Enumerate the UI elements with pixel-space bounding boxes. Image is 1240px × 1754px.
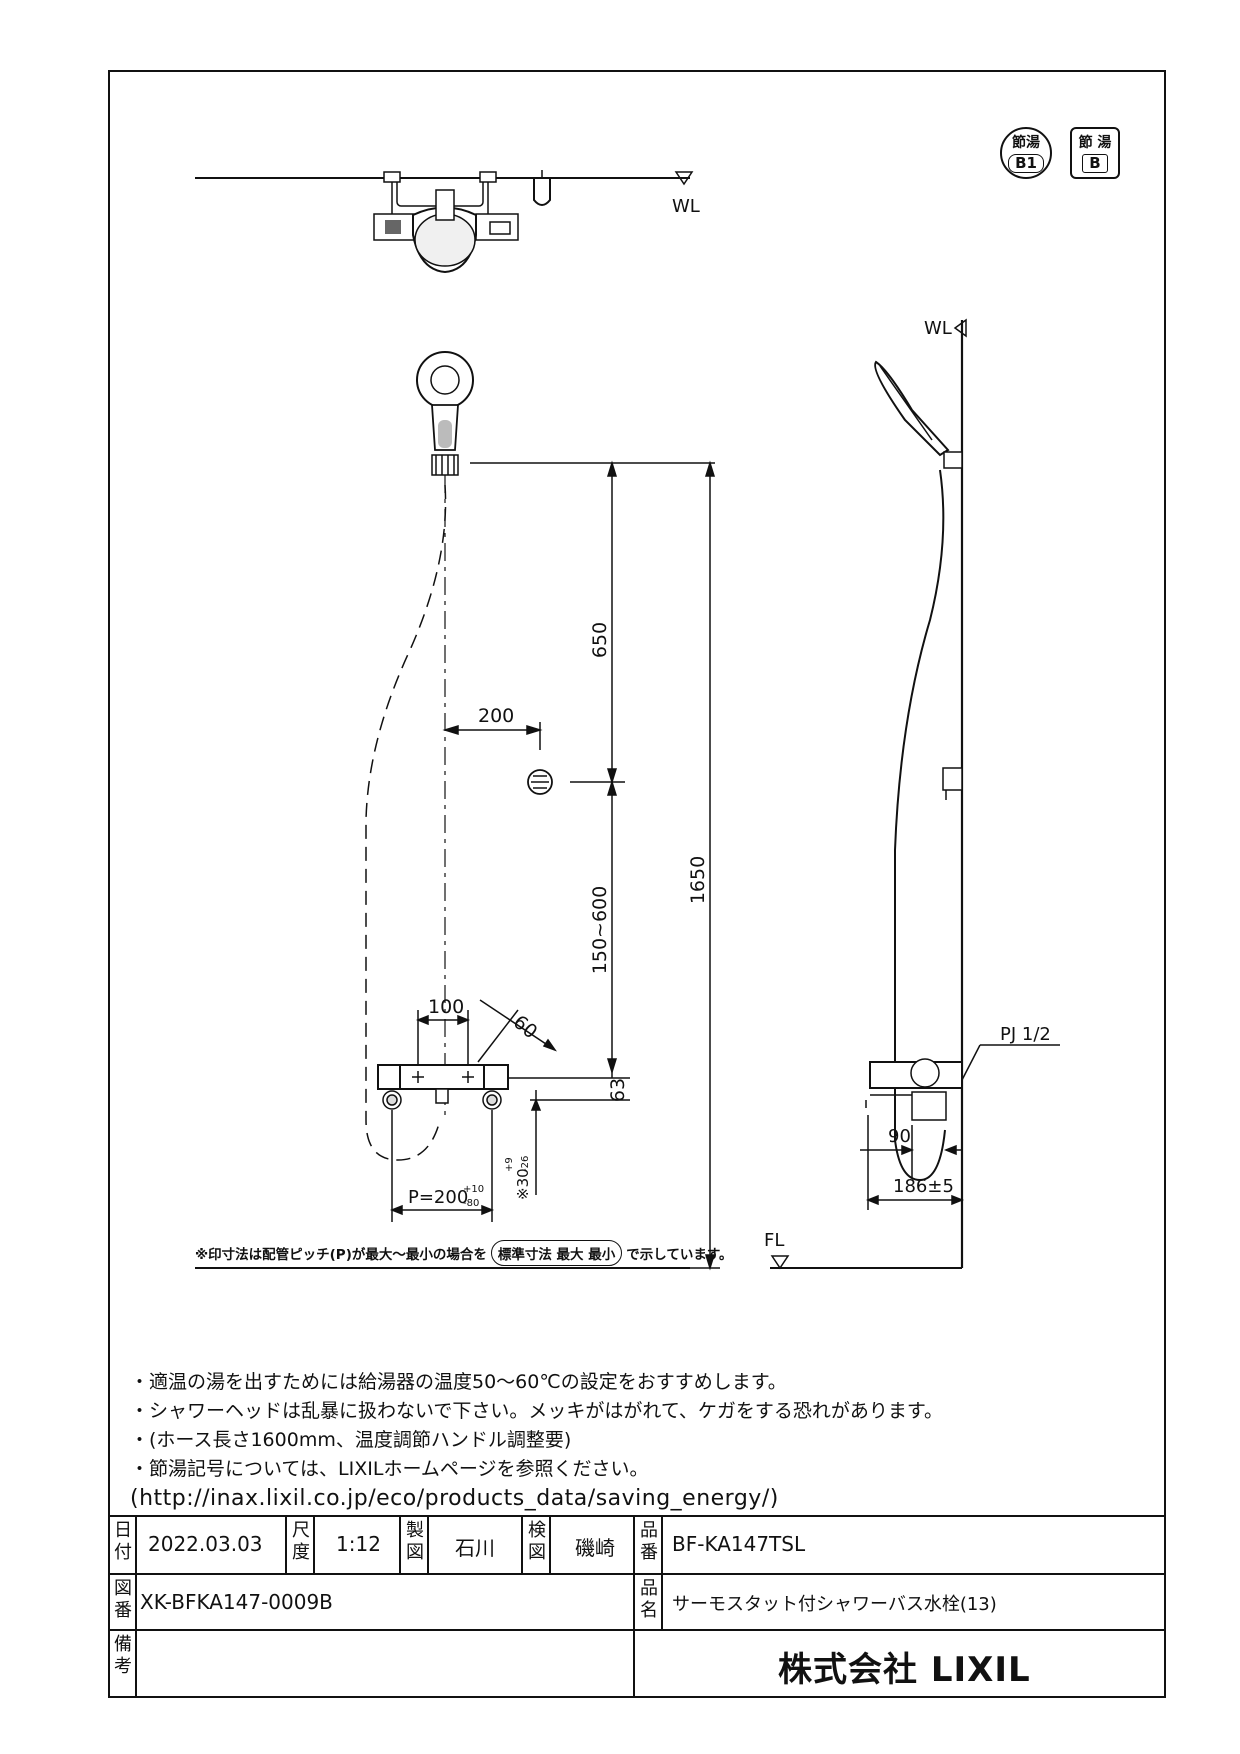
dim-200: 200 <box>478 705 514 727</box>
top-view: WL <box>195 170 700 274</box>
product-no: BF-KA147TSL <box>672 1532 806 1556</box>
drawing-no-label: 図番 <box>114 1578 132 1621</box>
badge-square-top: 節 湯 <box>1078 135 1112 151</box>
drawn-label: 製図 <box>406 1520 424 1563</box>
dim-30-tol-down: -26 <box>520 1156 531 1172</box>
scale-value: 1:12 <box>336 1532 381 1556</box>
product-no-label: 品番 <box>640 1520 658 1563</box>
note-item: ・節湯記号については、LIXILホームページを参照ください。 <box>130 1458 649 1480</box>
dim-63: 63 <box>607 1078 629 1102</box>
scale-label: 尺度 <box>292 1520 310 1563</box>
checked-by: 磯崎 <box>575 1536 615 1560</box>
dim-pitch: P=200 <box>408 1187 468 1208</box>
dim-pitch-tol-up: +10 <box>463 1184 484 1195</box>
wl-top-label: WL <box>672 196 700 217</box>
pitch-note-paren: 標準寸法 最大 最小 <box>490 1240 623 1266</box>
dim-650: 650 <box>589 622 611 658</box>
dim-186: 186±5 <box>893 1176 954 1197</box>
dim-30-tol-up: +9 <box>504 1157 515 1172</box>
date-label: 日付 <box>114 1520 132 1563</box>
pitch-note-prefix: ※印寸法は配管ピッチ(P)が最大～最小の場合を <box>195 1247 487 1263</box>
badge-square-bottom: B <box>1082 154 1108 173</box>
dim-1650: 1650 <box>687 856 709 904</box>
side-view: WL FL PJ 1/2 90 186±5 <box>764 318 1060 1270</box>
remarks-label: 備考 <box>114 1634 132 1677</box>
company-logo: 株式会社 LIXIL <box>778 1650 1031 1690</box>
notes: ・適温の湯を出すためには給湯器の温度50～60℃の設定をおすすめします。 ・シャ… <box>130 1368 1130 1513</box>
pj-label: PJ 1/2 <box>1000 1024 1051 1045</box>
note-item: ・適温の湯を出すためには給湯器の温度50～60℃の設定をおすすめします。 <box>130 1371 787 1393</box>
front-view: 200 650 150~600 1650 100 60 <box>195 351 720 1271</box>
dim-90: 90 <box>888 1126 911 1147</box>
wl-side-label: WL <box>924 318 952 339</box>
title-block-lines <box>108 1515 1166 1698</box>
pitch-note: ※印寸法は配管ピッチ(P)が最大～最小の場合を標準寸法 最大 最小で示しています… <box>195 1240 733 1266</box>
drawn-by: 石川 <box>455 1536 495 1560</box>
dim-100: 100 <box>428 996 464 1018</box>
note-item: ・(ホース長さ1600mm、温度調節ハンドル調整要) <box>130 1429 572 1451</box>
badge-round-top: 節湯 <box>1012 135 1040 151</box>
dim-150-600: 150~600 <box>589 886 611 974</box>
dim-pitch-tol-down: -80 <box>463 1198 479 1209</box>
water-saving-badge-b1: 節湯 B1 <box>1000 127 1052 179</box>
product-name: サーモスタット付シャワーバス水栓(13) <box>672 1594 997 1615</box>
reference-url: (http://inax.lixil.co.jp/eco/products_da… <box>130 1486 779 1511</box>
badge-round-bottom: B1 <box>1008 154 1044 173</box>
drawing-frame <box>108 70 1166 1698</box>
water-saving-badge-b: 節 湯 B <box>1070 127 1120 179</box>
product-name-label: 品名 <box>640 1578 658 1621</box>
date-value: 2022.03.03 <box>148 1532 263 1556</box>
drawing-no: XK-BFKA147-0009B <box>140 1590 333 1614</box>
pitch-note-suffix: で示しています。 <box>626 1247 733 1263</box>
note-item: ・シャワーヘッドは乱暴に扱わないで下さい。メッキがはがれて、ケガをする恐れがあり… <box>130 1400 944 1422</box>
dim-30: ※30 <box>514 1168 532 1200</box>
fl-label: FL <box>764 1230 784 1251</box>
checked-label: 検図 <box>528 1520 546 1563</box>
